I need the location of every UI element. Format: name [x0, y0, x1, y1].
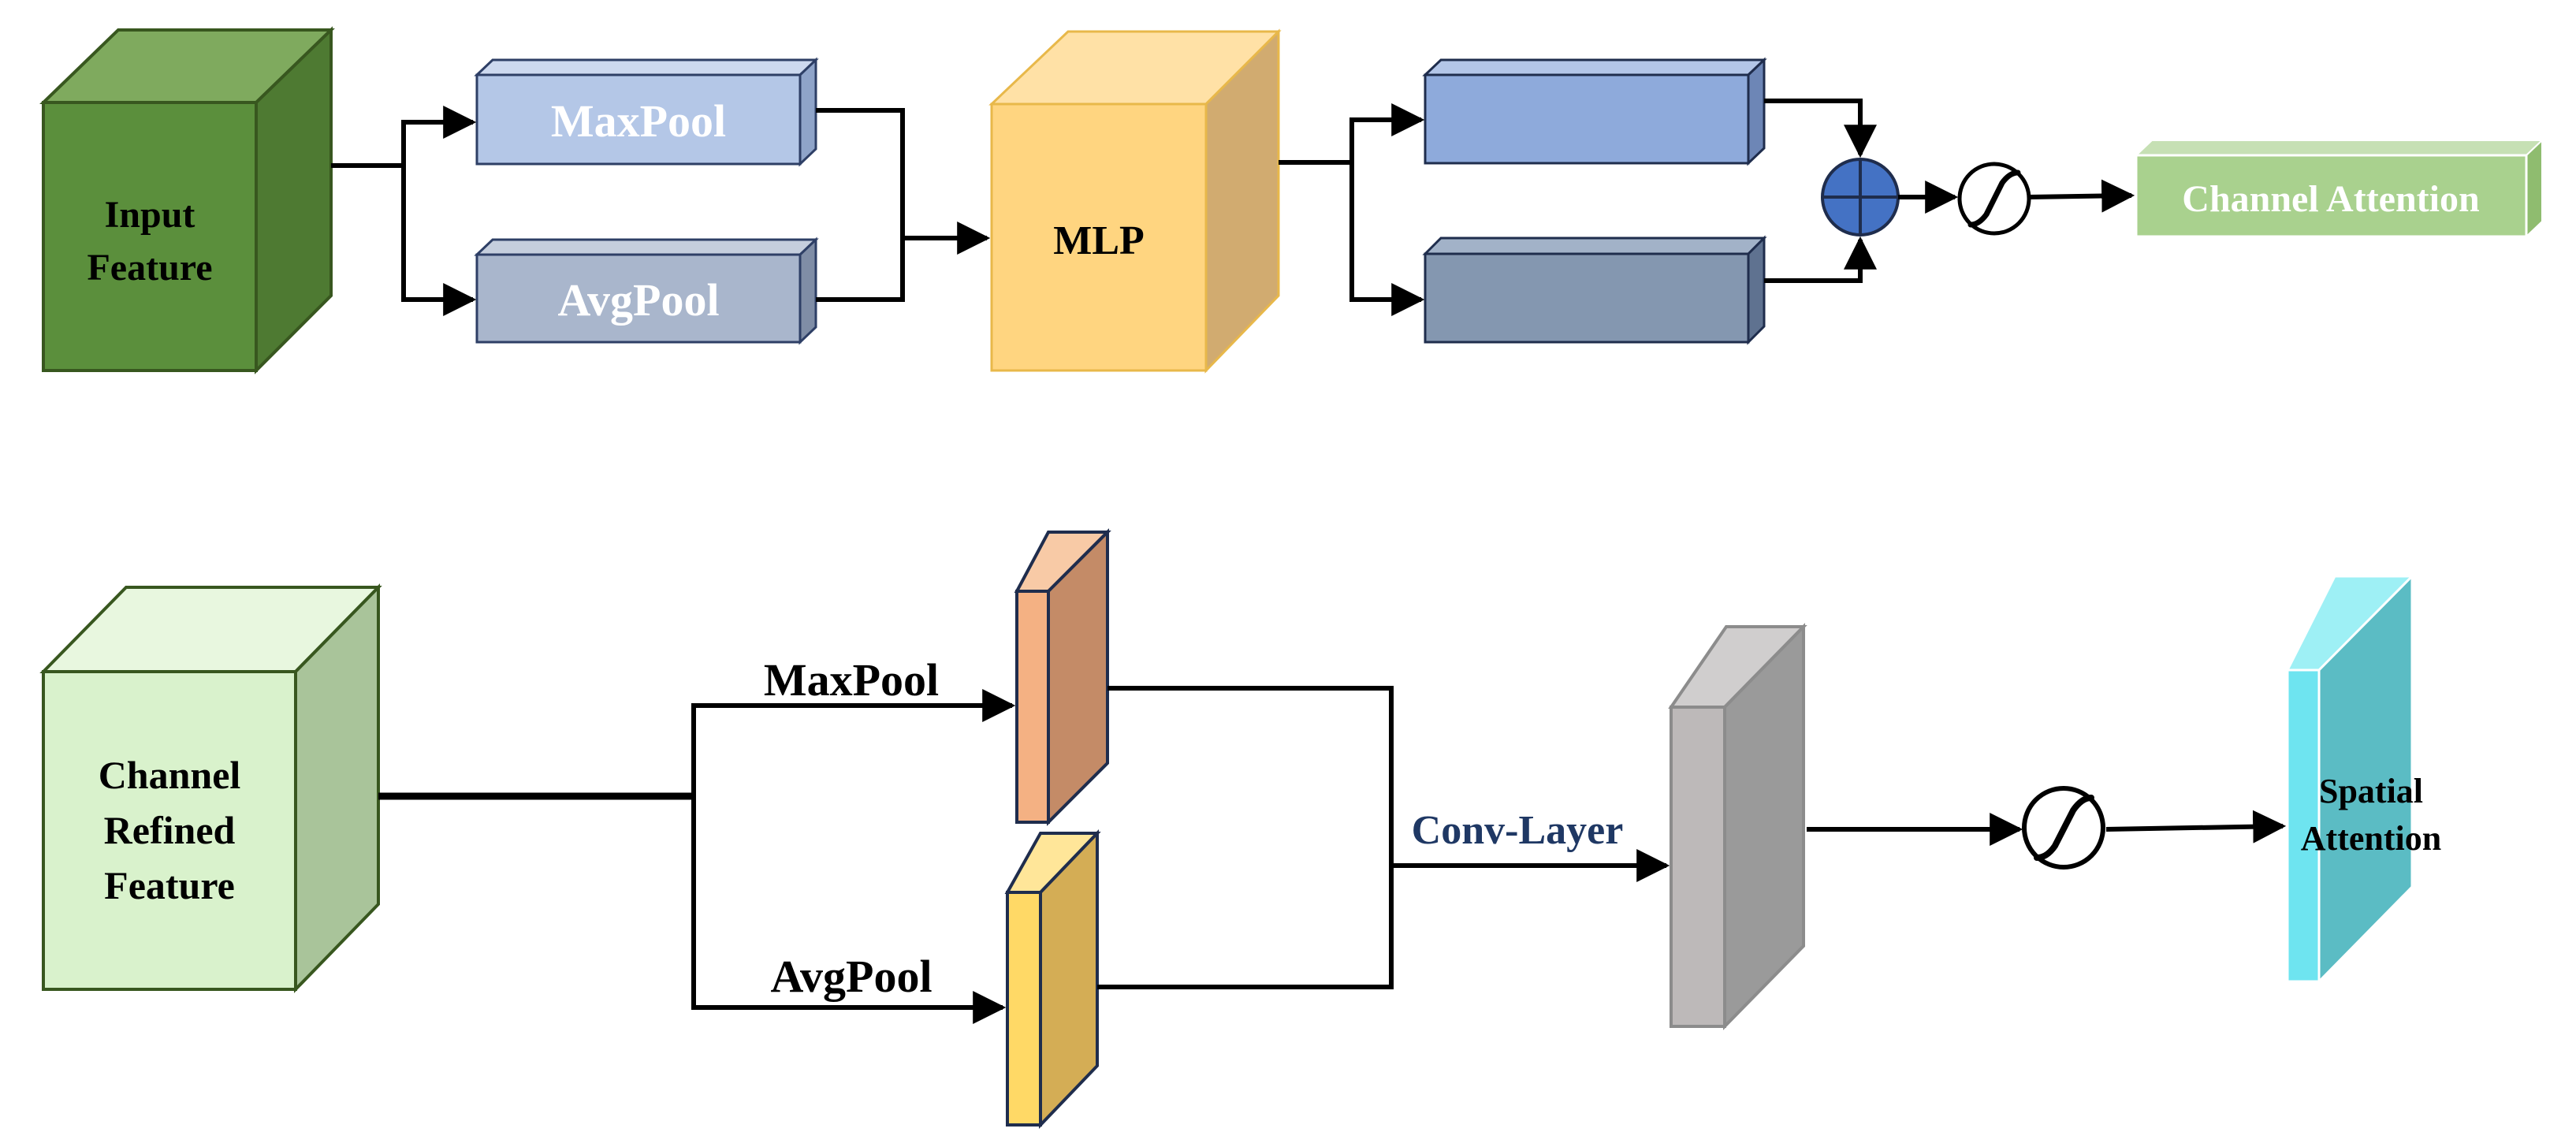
spatial-attention-label-line2: Attention — [2301, 819, 2441, 858]
conv-layer-block — [1668, 623, 1807, 1030]
input-feature-cube: Input Feature — [39, 26, 335, 374]
conv-layer-label: Conv-Layer — [1412, 808, 1624, 853]
channel-connectors — [331, 99, 2135, 316]
mlp-output-avgpool-branch — [1422, 235, 1767, 345]
spatial-attention-module: Channel Refined Feature MaxPool AvgPool … — [39, 528, 2441, 1129]
spatial-maxpool-map — [1014, 528, 1111, 826]
mlp-cube: MLP — [988, 28, 1282, 374]
refined-feature-label-line2: Refined — [104, 808, 236, 852]
spatial-maxpool-label: MaxPool — [764, 654, 939, 706]
input-feature-label-line2: Feature — [87, 247, 212, 289]
channel-maxpool-box: MaxPool — [474, 57, 819, 167]
channel-maxpool-label: MaxPool — [551, 95, 726, 147]
channel-avgpool-box: AvgPool — [474, 236, 819, 345]
sigmoid-icon — [1957, 162, 2031, 236]
refined-feature-label-line3: Feature — [104, 863, 235, 907]
channel-refined-feature-cube: Channel Refined Feature — [39, 583, 382, 993]
refined-feature-label-line1: Channel — [99, 753, 241, 797]
spatial-attention-label-line1: Spatial — [2319, 772, 2423, 810]
channel-avgpool-label: AvgPool — [557, 274, 719, 326]
mlp-output-maxpool-branch — [1422, 57, 1767, 166]
sigmoid-icon — [2022, 786, 2105, 870]
circle-plus-icon — [1821, 158, 1900, 236]
spatial-attention-output: Spatial Attention — [2285, 573, 2441, 985]
spatial-avgpool-map — [1004, 829, 1101, 1129]
channel-attention-output: Channel Attention — [2134, 138, 2544, 239]
spatial-connectors — [378, 686, 2287, 1024]
spatial-avgpool-label: AvgPool — [770, 951, 932, 1002]
mlp-label: MLP — [1053, 218, 1145, 263]
channel-attention-label: Channel Attention — [2182, 178, 2479, 220]
channel-attention-module: Input Feature MaxPool AvgPool MLP — [39, 26, 2544, 374]
input-feature-label-line1: Input — [105, 194, 195, 236]
